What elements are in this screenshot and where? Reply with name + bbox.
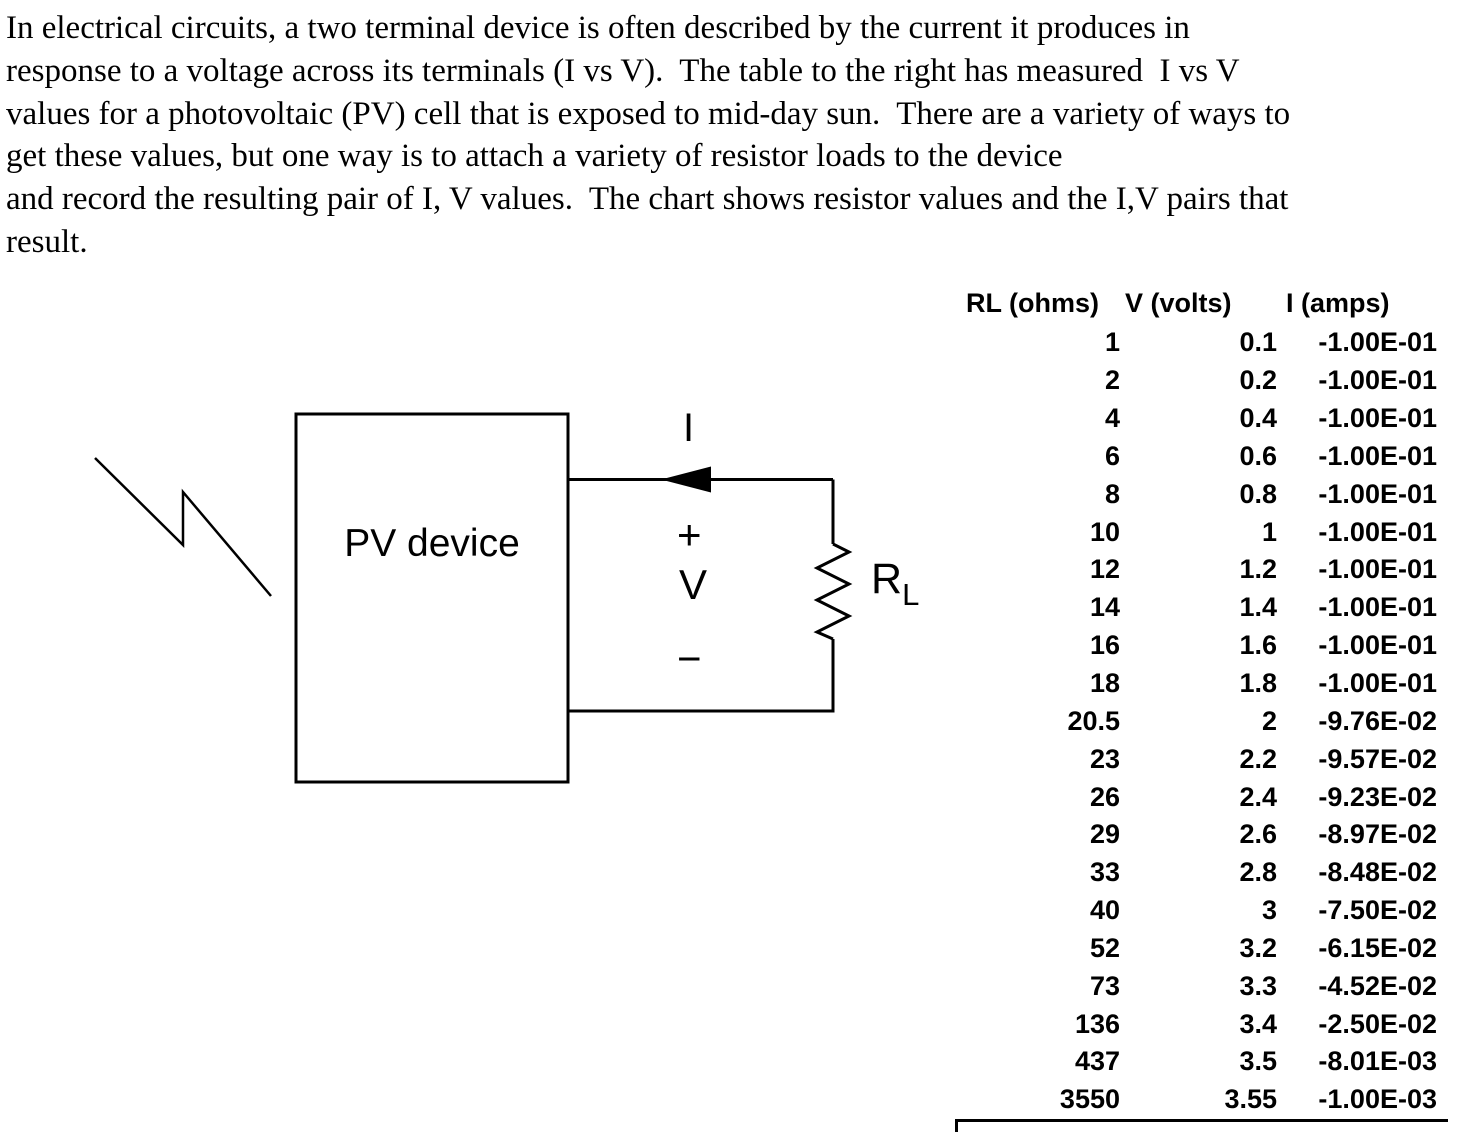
table-header-v: V (volts) — [1125, 288, 1232, 318]
table-cell: 29 — [1089, 819, 1120, 850]
table-cell: -1.00E-01 — [1318, 554, 1437, 585]
table-header-rl: RL (ohms) — [966, 288, 1099, 318]
voltage-label: V — [679, 561, 708, 608]
table-cell: 20.5 — [1067, 705, 1120, 736]
table-cell: 1.6 — [1239, 630, 1277, 661]
paragraph-line: In electrical circuits, a two terminal d… — [6, 10, 1190, 46]
table-cell: 3.2 — [1239, 932, 1277, 963]
paragraph-line: values for a photovoltaic (PV) cell that… — [6, 95, 1291, 132]
table-cell: -9.76E-02 — [1318, 705, 1437, 736]
table-cell: -1.00E-01 — [1318, 327, 1437, 358]
table-cell: 3.5 — [1239, 1046, 1277, 1077]
table-cell: -9.23E-02 — [1318, 781, 1437, 812]
table-cell: -1.00E-01 — [1318, 592, 1437, 623]
sunlight-bolt-icon — [94, 457, 272, 597]
table-cell: 2.8 — [1239, 857, 1277, 888]
table-cell: 1 — [1104, 327, 1120, 358]
table-cell: -1.00E-01 — [1318, 516, 1437, 547]
polarity-plus-label: + — [677, 511, 702, 558]
current-label: I — [683, 406, 695, 450]
table-cell: -1.00E-01 — [1318, 668, 1437, 699]
table-cell: -7.50E-02 — [1318, 895, 1437, 926]
paragraph-line: response to a voltage across its termina… — [6, 52, 1240, 89]
table-cell: 3550 — [1059, 1084, 1120, 1115]
table-cell: 26 — [1089, 781, 1120, 812]
table-cell: -2.50E-02 — [1318, 1008, 1437, 1039]
table-cell: 23 — [1089, 743, 1120, 774]
polarity-minus-label: − — [677, 635, 702, 682]
table-cell: -8.48E-02 — [1318, 857, 1437, 888]
resistor-label: RL — [871, 555, 919, 611]
table-bottom-border-tick — [955, 1119, 958, 1132]
table-cell: 0.4 — [1239, 403, 1277, 434]
table-cell: 6 — [1104, 440, 1120, 471]
table-cell: 14 — [1089, 592, 1120, 623]
resistor-label-main: R — [871, 555, 903, 603]
table-cell: 3.4 — [1239, 1008, 1277, 1039]
table-cell: 18 — [1089, 668, 1120, 699]
table-cell: -1.00E-03 — [1318, 1084, 1437, 1115]
table-cell: 0.2 — [1239, 365, 1277, 396]
paragraph-line: result. — [6, 223, 88, 260]
table-cell: 40 — [1089, 895, 1120, 926]
table-cell: 12 — [1089, 554, 1120, 585]
pv-device-label: PV device — [344, 522, 520, 565]
table-header-i: I (amps) — [1286, 288, 1390, 318]
table-cell: 16 — [1089, 630, 1120, 661]
table-cell: 0.6 — [1239, 440, 1277, 471]
table-cell: 1.8 — [1239, 668, 1277, 699]
table-cell: -4.52E-02 — [1318, 970, 1437, 1001]
current-arrowhead-icon — [661, 466, 711, 493]
resistor-label-subscript: L — [902, 577, 920, 612]
table-cell: 437 — [1074, 1046, 1120, 1077]
table-cell: -1.00E-01 — [1318, 478, 1437, 509]
table-cell: 3.55 — [1224, 1084, 1277, 1115]
table-cell: -6.15E-02 — [1318, 932, 1437, 963]
table-cell: 3.3 — [1239, 970, 1277, 1001]
table-cell: 1 — [1261, 516, 1277, 547]
table-cell: 0.1 — [1239, 327, 1277, 358]
table-cell: 2 — [1104, 365, 1120, 396]
table-cell: -8.01E-03 — [1318, 1046, 1437, 1077]
table-cell: 1.4 — [1239, 592, 1277, 623]
table-cell: 3 — [1261, 895, 1277, 926]
table-cell: 136 — [1074, 1008, 1120, 1039]
table-cell: 2.2 — [1239, 743, 1277, 774]
table-cell: 2.6 — [1239, 819, 1277, 850]
table-cell: 33 — [1089, 857, 1120, 888]
paragraph-line: and record the resulting pair of I, V va… — [6, 181, 1289, 218]
table-cell: 73 — [1089, 970, 1120, 1001]
table-cell: 0.8 — [1239, 478, 1277, 509]
table-bottom-border — [955, 1119, 1448, 1122]
table-cell: -1.00E-01 — [1318, 630, 1437, 661]
table-cell: 10 — [1089, 516, 1120, 547]
resistor-symbol — [813, 542, 853, 641]
table-cell: 1.2 — [1239, 554, 1277, 585]
intro-paragraph: In electrical circuits, a two terminal d… — [6, 7, 1290, 264]
table-cell: -1.00E-01 — [1318, 440, 1437, 471]
table-cell: -8.97E-02 — [1318, 819, 1437, 850]
table-cell: 2.4 — [1239, 781, 1277, 812]
table-cell: 4 — [1104, 403, 1120, 434]
pv-device-box — [294, 412, 570, 784]
table-cell: 8 — [1104, 478, 1120, 509]
table-cell: -9.57E-02 — [1318, 743, 1437, 774]
table-cell: -1.00E-01 — [1318, 403, 1437, 434]
table-cell: 52 — [1089, 932, 1120, 963]
table-cell: -1.00E-01 — [1318, 365, 1437, 396]
iv-table-body: 1 0.1 -1.00E-01 2 0.2 -1.00E-01 4 0.4 -1.00E-01 6… — [953, 324, 1437, 1119]
paragraph-line: get these values, but one way is to atta… — [6, 138, 1063, 175]
table-cell: 2 — [1261, 705, 1277, 736]
